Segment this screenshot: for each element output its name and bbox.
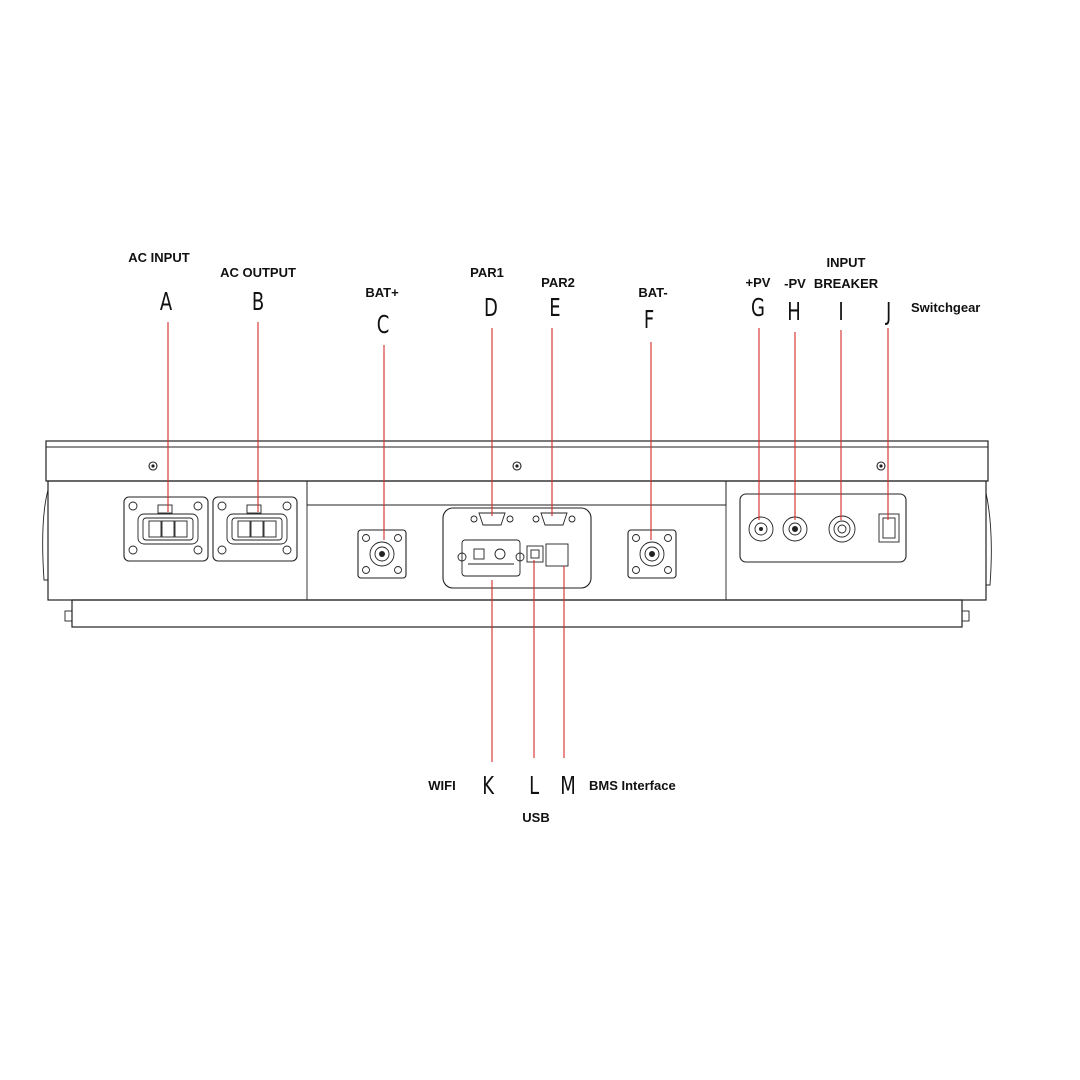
bat-plus-terminal — [357, 529, 407, 579]
callout-letter-h: H — [787, 298, 801, 327]
ac-output-terminal — [212, 496, 298, 562]
callout-letter-j: J — [884, 298, 891, 327]
label-usb: USB — [522, 810, 549, 825]
label-bat-minus: BAT- — [638, 285, 667, 300]
label-ac-output: AC OUTPUT — [220, 265, 296, 280]
label-bms-interface: BMS Interface — [589, 778, 676, 793]
label-pv-plus: +PV — [746, 275, 771, 290]
label-par2: PAR2 — [541, 275, 575, 290]
label-switchgear: Switchgear — [911, 300, 980, 315]
label-pv-minus: -PV — [784, 276, 806, 291]
lid-screw-left — [148, 461, 158, 471]
lid-screw-right — [876, 461, 886, 471]
label-input-breaker-line1: INPUT — [827, 255, 866, 270]
wifi-port — [457, 539, 525, 577]
pv-panel — [739, 493, 907, 563]
switchgear — [878, 513, 900, 543]
lid-screw-center — [512, 461, 522, 471]
callout-letter-d: D — [484, 294, 498, 323]
callout-letter-g: G — [751, 294, 765, 323]
leader-lines — [167, 322, 889, 762]
pv-minus-connector — [782, 516, 808, 542]
callout-letter-a: A — [160, 288, 172, 317]
callout-labels: AC INPUT AC OUTPUT BAT+ PAR1 PAR2 BAT- +… — [128, 250, 980, 825]
callout-letter-m: M — [560, 772, 576, 801]
pv-plus-connector — [748, 516, 774, 542]
communication-panel — [442, 507, 592, 589]
callout-letters: A B C D E F G H I J K L M — [160, 288, 891, 801]
inverter-panel — [42, 440, 992, 628]
callout-letter-f: F — [644, 306, 654, 335]
callout-letter-e: E — [549, 294, 560, 323]
ac-input-terminal — [123, 496, 209, 562]
label-par1: PAR1 — [470, 265, 504, 280]
callout-letter-c: C — [377, 311, 390, 340]
callout-letter-l: L — [529, 772, 540, 801]
callout-letter-b: B — [252, 288, 264, 317]
usb-port — [526, 545, 544, 563]
par1-port — [470, 512, 514, 526]
label-wifi: WIFI — [428, 778, 455, 793]
bms-port — [545, 543, 569, 567]
label-input-breaker-line2: BREAKER — [814, 276, 879, 291]
par2-port — [532, 512, 576, 526]
callout-letter-k: K — [482, 772, 494, 801]
bat-minus-terminal — [627, 529, 677, 579]
input-breaker — [828, 515, 856, 543]
callout-letter-i: I — [838, 298, 843, 327]
label-bat-plus: BAT+ — [365, 285, 399, 300]
label-ac-input: AC INPUT — [128, 250, 189, 265]
